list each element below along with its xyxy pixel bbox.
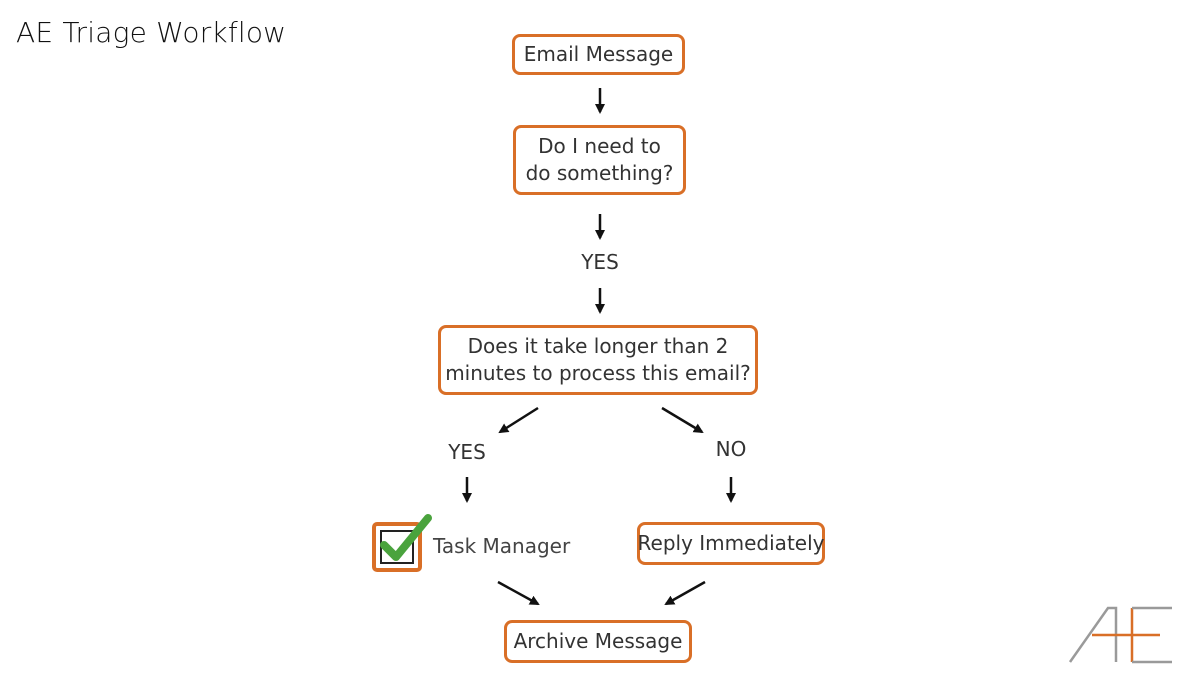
decision-1-line-1: Do I need to <box>538 134 661 158</box>
decision-2-line-2: minutes to process this email? <box>445 361 751 385</box>
node-reply-immediately-label: Reply Immediately <box>637 531 825 555</box>
task-manager-label: Task Manager <box>433 534 571 558</box>
edge-label-no: NO <box>715 437 747 461</box>
edge-label-yes-1: YES <box>581 250 619 274</box>
edge-label-yes-2: YES <box>448 440 486 464</box>
node-decision-need-to-do: Do I need to do something? <box>513 125 686 195</box>
node-reply-immediately: Reply Immediately <box>637 522 825 565</box>
decision-2-line-1: Does it take longer than 2 <box>467 334 729 358</box>
arrow-decision2-to-no <box>661 406 704 434</box>
node-archive-message: Archive Message <box>504 620 692 663</box>
node-archive-message-label: Archive Message <box>513 629 683 653</box>
checkbox-checked-icon <box>372 514 432 572</box>
node-decision-longer-than-2-minutes: Does it take longer than 2 minutes to pr… <box>438 325 758 395</box>
node-email-message-label: Email Message <box>523 42 674 66</box>
arrow-task-to-archive <box>497 580 540 606</box>
decision-1-line-2: do something? <box>525 161 674 185</box>
diagram-title: AE Triage Workflow <box>16 16 287 49</box>
arrow-reply-to-archive <box>664 580 706 606</box>
arrow-decision2-to-yes <box>498 406 539 434</box>
node-email-message: Email Message <box>512 34 685 75</box>
ae-logo-icon: AE <box>1068 606 1172 664</box>
